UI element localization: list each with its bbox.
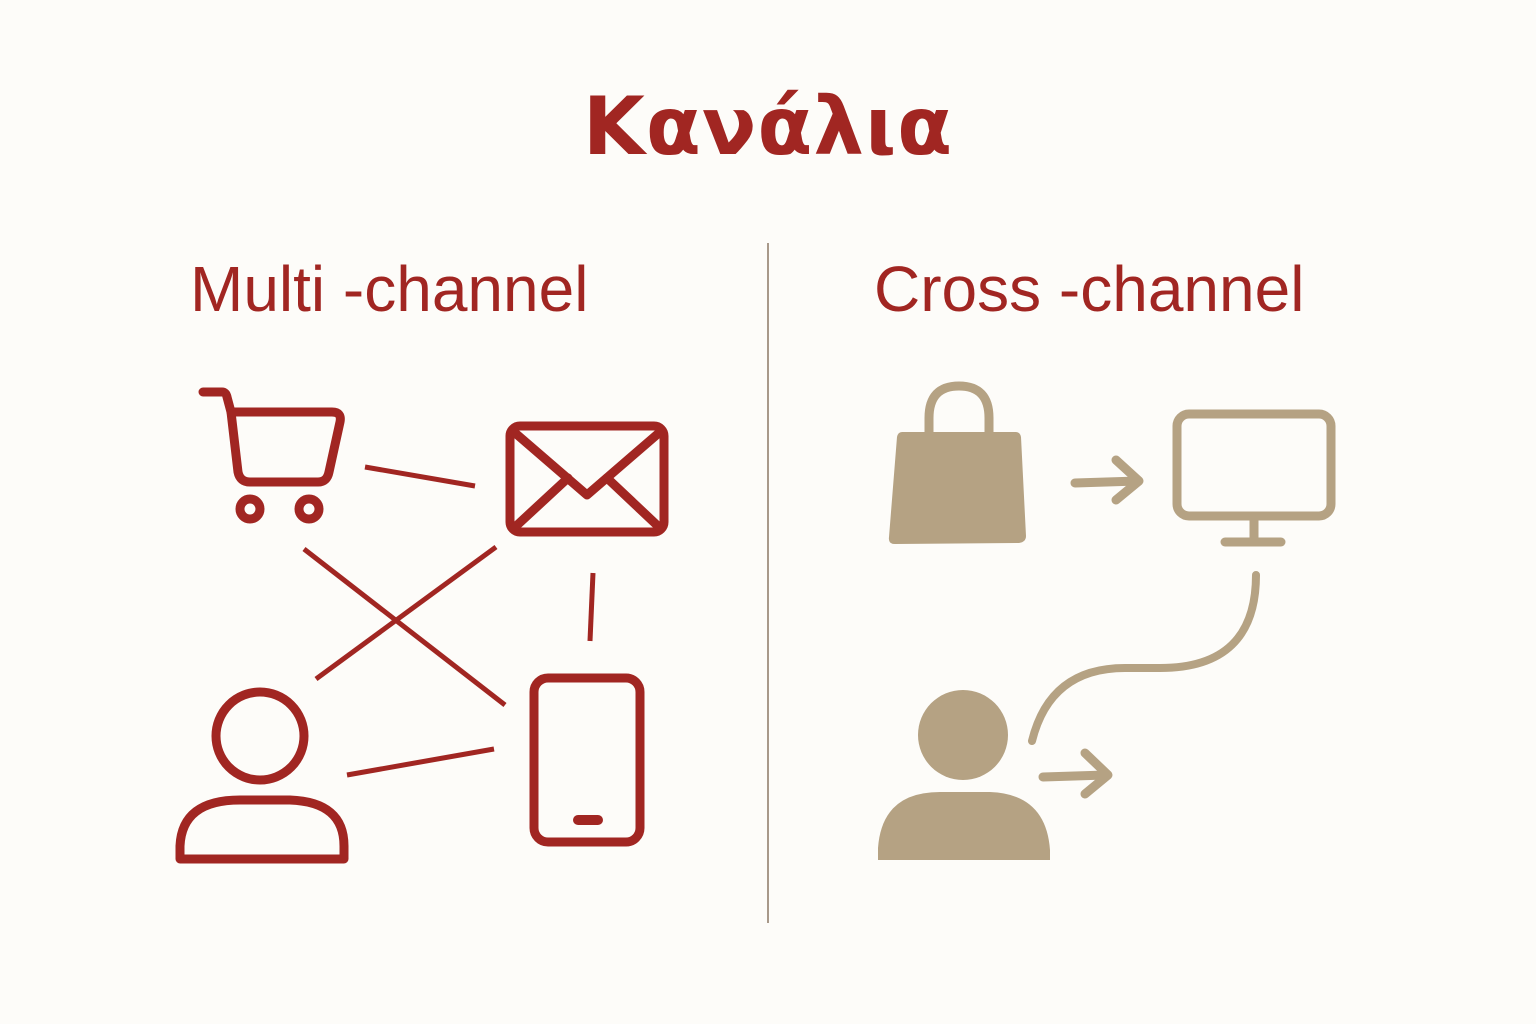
arrow-right-icon bbox=[1038, 748, 1113, 799]
user-icon bbox=[175, 687, 349, 864]
cross-channel-heading: Cross -channel bbox=[874, 253, 1305, 325]
cross-channel-diagram bbox=[878, 381, 1336, 860]
curved-connector bbox=[1028, 571, 1260, 745]
connection-lines bbox=[302, 464, 596, 778]
arrow-right-icon bbox=[1070, 455, 1144, 505]
multi-channel-heading: Multi -channel bbox=[190, 253, 589, 325]
diagram-title: Κανάλια bbox=[582, 80, 954, 173]
line-cart-envelope bbox=[364, 464, 476, 489]
shopping-cart-icon bbox=[198, 387, 345, 524]
line-envelope-user bbox=[314, 544, 498, 682]
line-user-phone bbox=[346, 746, 495, 778]
line-cart-phone bbox=[302, 547, 507, 707]
shopping-bag-icon bbox=[888, 381, 1026, 544]
line-envelope-phone bbox=[587, 572, 596, 642]
monitor-icon bbox=[1172, 409, 1336, 547]
multi-channel-diagram bbox=[175, 387, 669, 864]
panel-divider bbox=[767, 243, 769, 923]
envelope-icon bbox=[505, 421, 669, 537]
user-filled-icon bbox=[878, 690, 1050, 860]
smartphone-icon bbox=[529, 673, 645, 847]
